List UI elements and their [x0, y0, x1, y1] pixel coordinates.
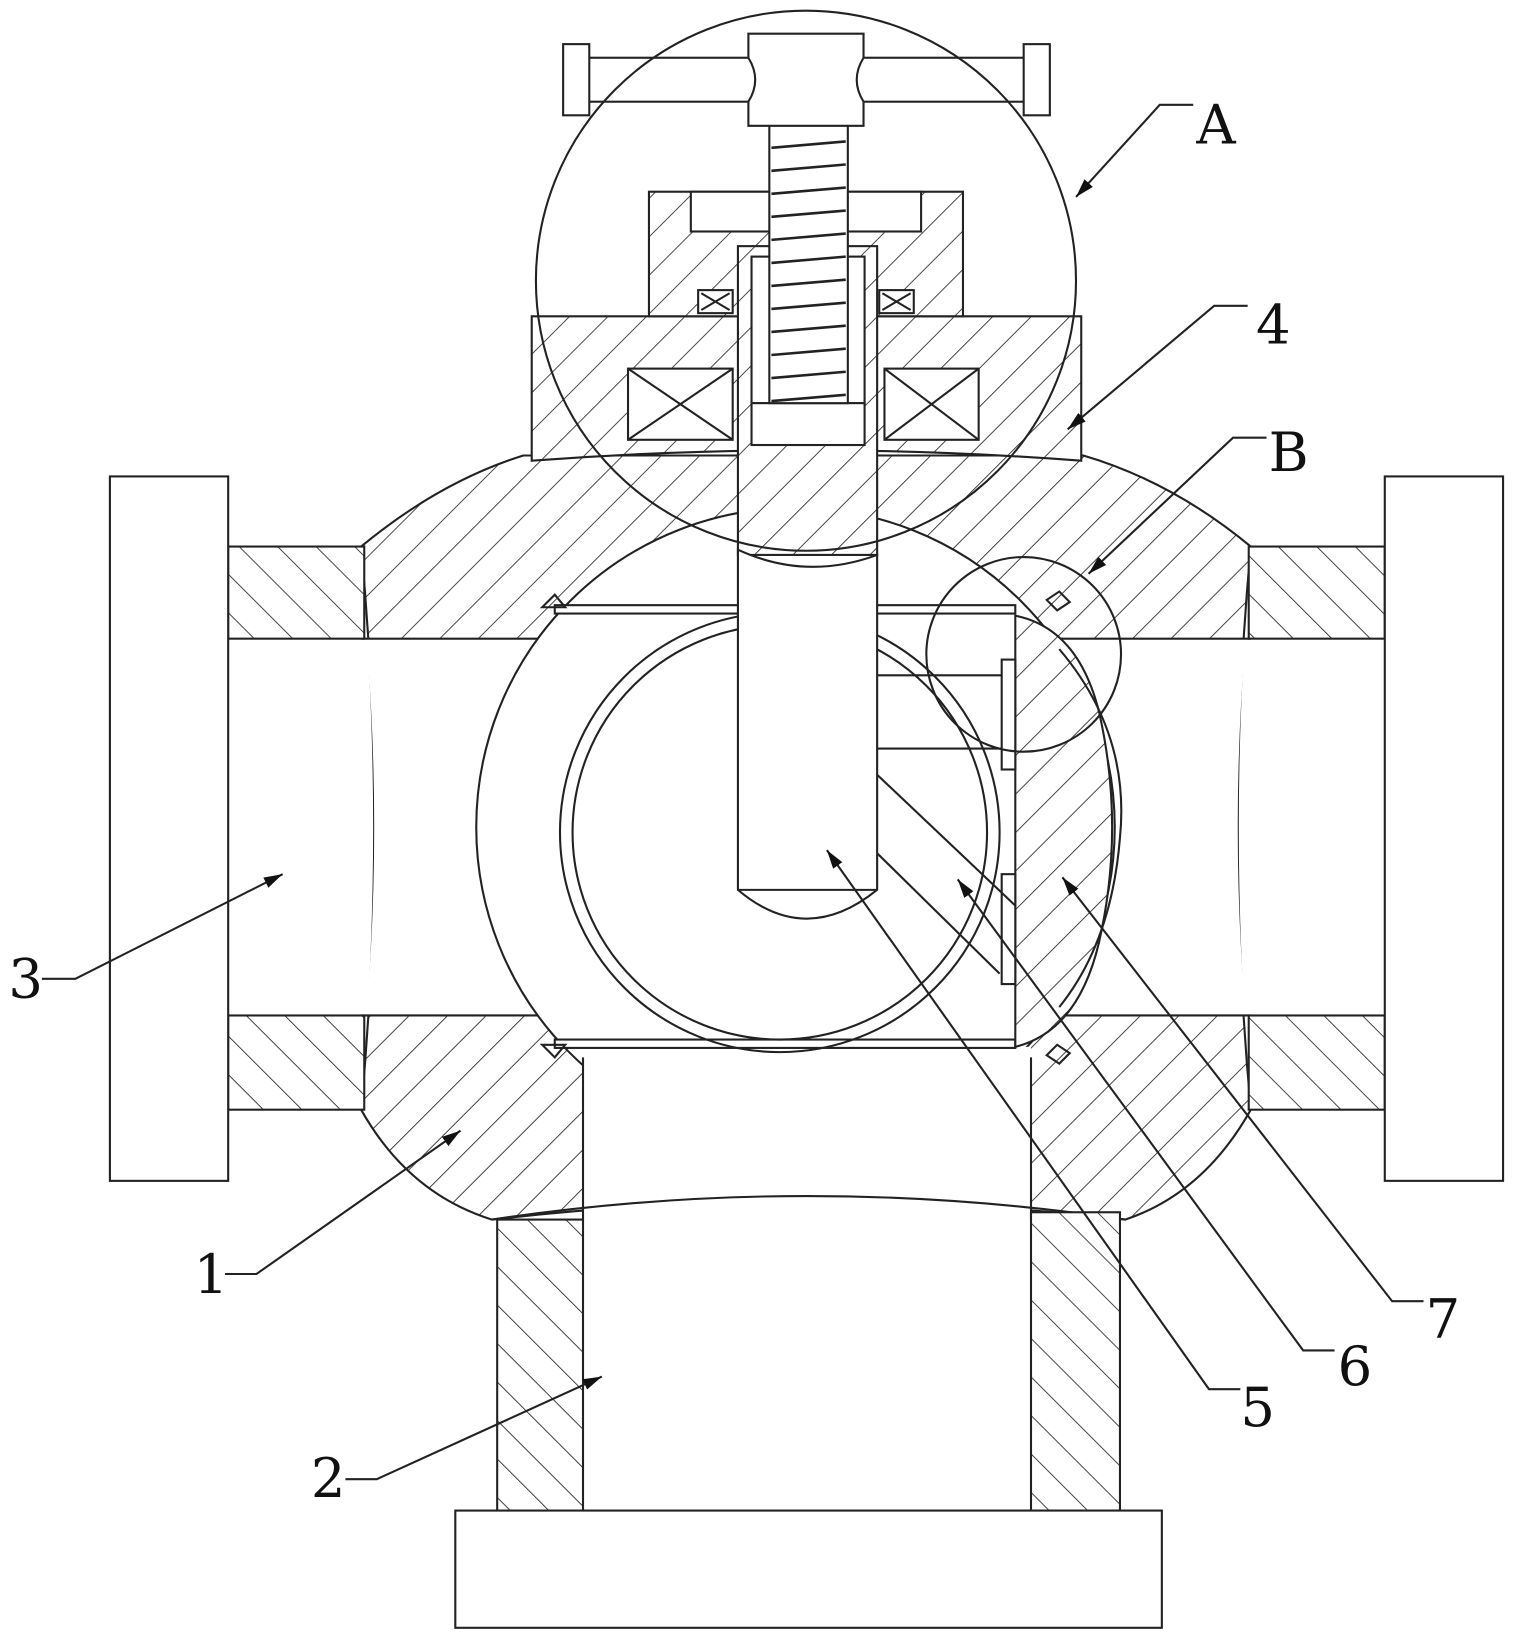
- label-6: 6: [1338, 1334, 1373, 1398]
- label-3: 3: [8, 947, 43, 1011]
- base-flange: [455, 1511, 1162, 1628]
- stem-nut: [752, 403, 865, 445]
- label-b: B: [1269, 420, 1309, 484]
- left-flange: [110, 476, 228, 1180]
- left-pipe-top-wall: [228, 547, 364, 639]
- label-7: 7: [1426, 1287, 1461, 1351]
- bottom-bore: [583, 1047, 1031, 1235]
- stem-lower: [738, 550, 877, 919]
- right-flange: [1385, 476, 1503, 1180]
- handle-end-left: [563, 44, 589, 115]
- right-pipe-bottom-wall: [1249, 1015, 1385, 1109]
- label-4: 4: [1256, 292, 1291, 356]
- handle-end-right: [1024, 44, 1050, 115]
- label-5: 5: [1240, 1375, 1275, 1439]
- label-2: 2: [311, 1446, 346, 1510]
- left-pipe-bottom-wall: [228, 1015, 364, 1109]
- bottom-pipe-right-wall: [1031, 1212, 1120, 1510]
- label-1: 1: [194, 1242, 229, 1306]
- label-a: A: [1195, 93, 1236, 157]
- handle-hub: [748, 34, 863, 126]
- right-pipe-top-wall: [1249, 547, 1385, 639]
- bottom-pipe-left-wall: [497, 1220, 583, 1511]
